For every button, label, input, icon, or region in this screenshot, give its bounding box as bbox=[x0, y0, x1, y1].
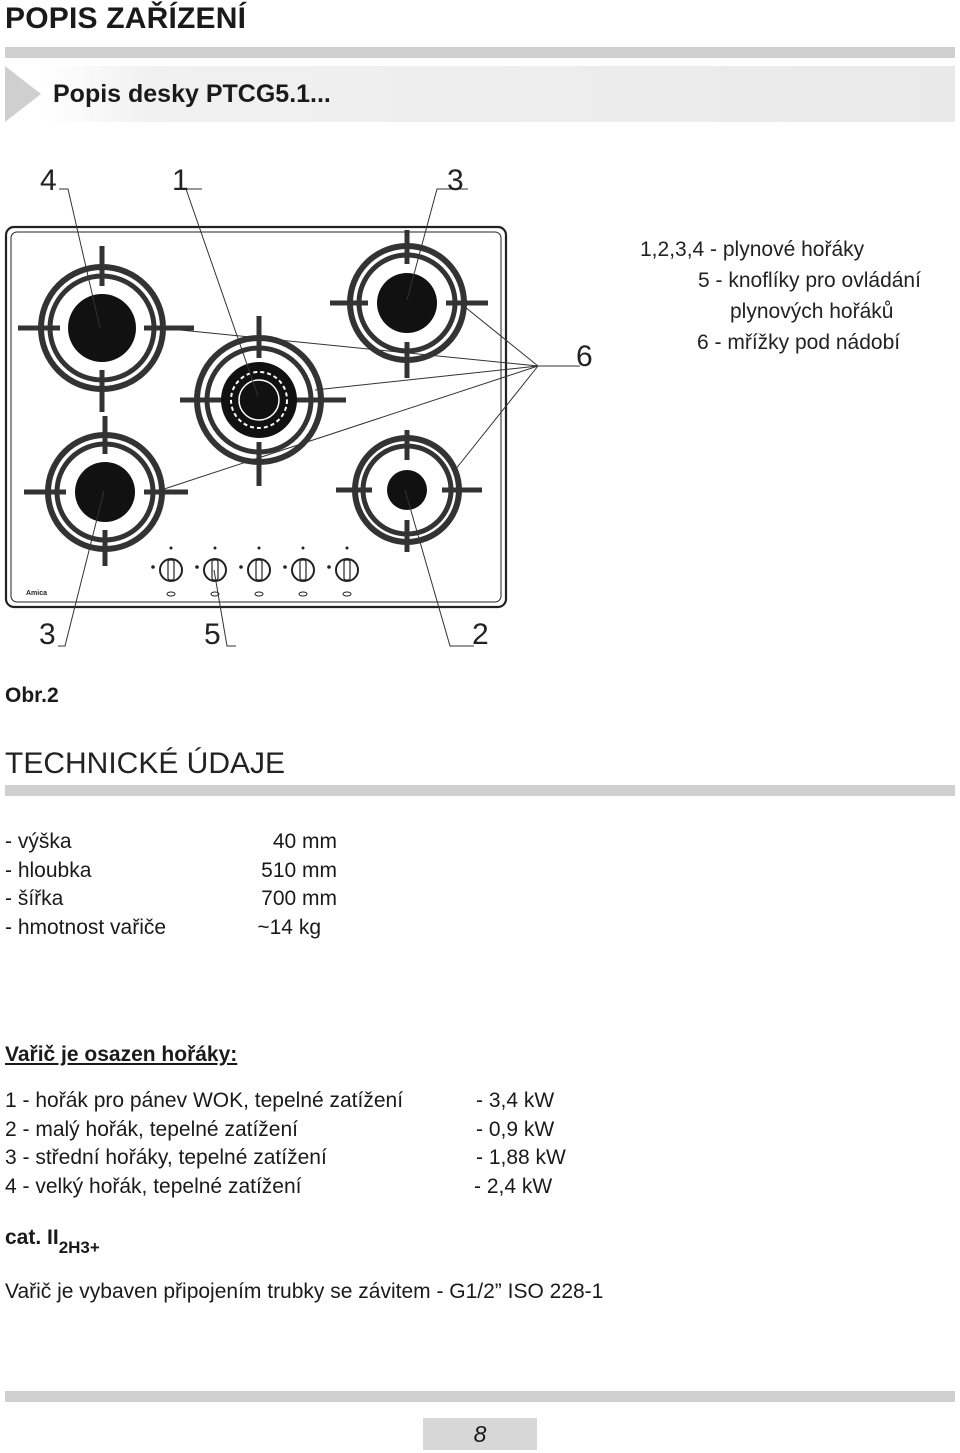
burner-desc: 2 - malý hořák, tepelné zatížení bbox=[5, 1117, 298, 1141]
callout-5: 5 bbox=[204, 618, 221, 651]
page-number: 8 bbox=[473, 1421, 487, 1447]
figure-caption: Obr.2 bbox=[5, 684, 59, 707]
burner-row: 1 - hořák pro pánev WOK, tepelné zatížen… bbox=[5, 1087, 705, 1116]
callout-3-bottom: 3 bbox=[39, 618, 56, 651]
knob bbox=[283, 546, 315, 597]
page-title: POPIS ZAŘÍZENÍ bbox=[5, 2, 247, 35]
legend-item: 6 - mřížky pod nádobí bbox=[697, 331, 901, 354]
tech-rule bbox=[5, 785, 955, 796]
page-number-box: 8 bbox=[423, 1418, 537, 1450]
footer-rule bbox=[5, 1391, 955, 1402]
tech-label: - šířka bbox=[5, 887, 64, 910]
burner-desc: 3 - střední hořáky, tepelné zatížení bbox=[5, 1146, 327, 1169]
callout-6: 6 bbox=[576, 340, 593, 373]
tech-label: - hloubka bbox=[5, 858, 92, 882]
burner-value: - 1,88 kW bbox=[476, 1146, 566, 1169]
burner-value: - 3,4 kW bbox=[476, 1089, 555, 1112]
callout-2: 2 bbox=[472, 618, 489, 651]
burners-title: Vařič je osazen hořáky: bbox=[5, 1043, 238, 1066]
callout-leaders bbox=[58, 188, 580, 647]
tech-label: - hmotnost vařiče bbox=[5, 915, 167, 939]
legend-item: 1,2,3,4 - plynové hořáky bbox=[640, 238, 865, 261]
tech-title: TECHNICKÉ ÚDAJE bbox=[5, 747, 286, 780]
burner-value: - 2,4 kW bbox=[474, 1174, 553, 1198]
gas-category-prefix: cat. II bbox=[5, 1226, 59, 1249]
section-header: Popis desky PTCG5.1... bbox=[5, 66, 955, 122]
connection-note: Vařič je vybaven připojením trubky se zá… bbox=[5, 1280, 604, 1303]
burner-row: 3 - střední hořáky, tepelné zatížení - 1… bbox=[5, 1144, 705, 1173]
gas-category-sub: 2H3+ bbox=[58, 1238, 100, 1257]
knob bbox=[195, 546, 227, 597]
callout-4: 4 bbox=[40, 164, 57, 197]
burners-list: 1 - hořák pro pánev WOK, tepelné zatížen… bbox=[5, 1087, 705, 1201]
burner-desc: 4 - velký hořák, tepelné zatížení bbox=[5, 1174, 302, 1198]
burner-medium-bottom-left bbox=[24, 416, 188, 566]
brand-logo: Amica bbox=[26, 590, 47, 597]
tech-value: 40 mm bbox=[272, 830, 337, 853]
burner-medium-top-right bbox=[330, 230, 488, 378]
hob-inner-outline bbox=[10, 231, 502, 603]
gas-category: cat. II2H3+ bbox=[5, 1226, 100, 1258]
tech-value: ~14 kg bbox=[257, 915, 321, 939]
knob bbox=[327, 546, 359, 597]
knob bbox=[239, 546, 271, 597]
legend-item: 5 - knoflíky pro ovládání bbox=[698, 269, 921, 292]
triangle-icon bbox=[5, 66, 41, 122]
burner-small-bottom-right bbox=[336, 430, 482, 552]
burner-value: - 0,9 kW bbox=[476, 1117, 555, 1141]
control-knobs bbox=[151, 546, 359, 597]
tech-row: - výška 40 mm bbox=[5, 828, 337, 857]
title-rule bbox=[5, 47, 955, 58]
burner-row: 2 - malý hořák, tepelné zatížení - 0,9 k… bbox=[5, 1116, 705, 1145]
tech-row: - hloubka 510 mm bbox=[5, 857, 337, 886]
section-title: Popis desky PTCG5.1... bbox=[53, 80, 331, 108]
tech-label: - výška bbox=[5, 830, 72, 853]
burner-row: 4 - velký hořák, tepelné zatížení - 2,4 … bbox=[5, 1173, 705, 1202]
tech-value: 700 mm bbox=[261, 887, 337, 910]
tech-row: - hmotnost vařiče ~14 kg bbox=[5, 914, 337, 943]
tech-row: - šířka 700 mm bbox=[5, 885, 337, 914]
callout-3-top: 3 bbox=[447, 164, 464, 197]
burner-large-top-left bbox=[18, 246, 194, 412]
tech-table: - výška 40 mm - hloubka 510 mm - šířka 7… bbox=[5, 828, 337, 942]
tech-value: 510 mm bbox=[261, 858, 337, 882]
hob-diagram: Amica 4 1 3 6 3 5 2 bbox=[4, 164, 593, 651]
section-header-band bbox=[5, 66, 955, 122]
burner-desc: 1 - hořák pro pánev WOK, tepelné zatížen… bbox=[5, 1089, 404, 1112]
knob bbox=[151, 546, 183, 597]
legend-item: plynových hořáků bbox=[730, 300, 894, 323]
callout-1: 1 bbox=[172, 164, 189, 197]
